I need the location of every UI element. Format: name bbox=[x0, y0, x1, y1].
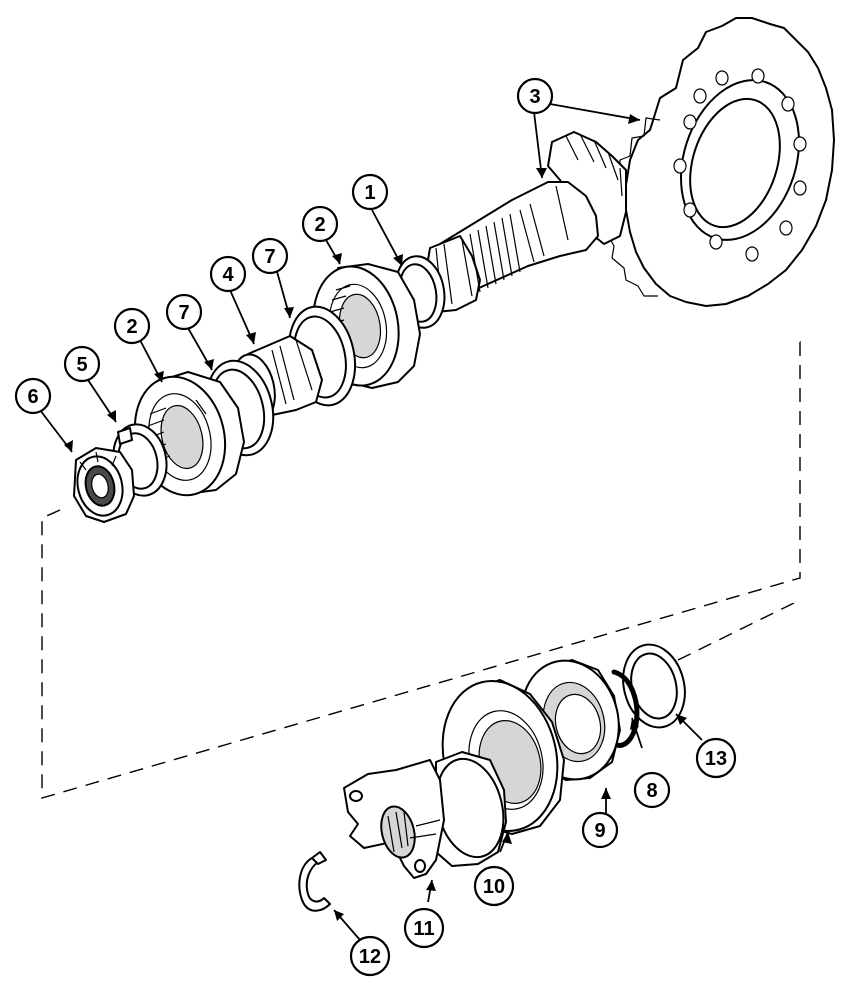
callout-7-upper-label: 7 bbox=[264, 246, 275, 268]
callout-13: 13 bbox=[695, 737, 737, 779]
callout-11-label: 11 bbox=[413, 918, 434, 940]
callout-11: 11 bbox=[403, 907, 445, 949]
callout-7-lower-label: 7 bbox=[178, 302, 189, 324]
callout-10-label: 10 bbox=[483, 876, 505, 898]
callout-5: 5 bbox=[63, 345, 101, 383]
callout-4-label: 4 bbox=[222, 264, 234, 286]
callout-8-label: 8 bbox=[646, 780, 657, 802]
callout-6-label: 6 bbox=[27, 386, 38, 408]
callout-10: 10 bbox=[473, 865, 515, 907]
callout-12-label: 12 bbox=[359, 946, 381, 968]
callout-7-lower: 7 bbox=[165, 293, 203, 331]
callout-7-upper: 7 bbox=[251, 237, 289, 275]
castellated-nut-6 bbox=[73, 447, 135, 523]
callout-9-label: 9 bbox=[594, 820, 605, 842]
yoke-flange-11 bbox=[343, 751, 507, 879]
leader-arrowheads bbox=[64, 114, 687, 921]
callout-2-lower-label: 2 bbox=[126, 316, 137, 338]
callout-2-upper-label: 2 bbox=[314, 214, 325, 236]
pinion-shaft bbox=[425, 131, 627, 313]
callout-1: 1 bbox=[351, 173, 389, 211]
callout-1-label: 1 bbox=[364, 182, 375, 204]
callout-4: 4 bbox=[209, 255, 247, 293]
callout-8: 8 bbox=[633, 771, 671, 809]
assembly-dashed-line-shaft bbox=[677, 599, 801, 661]
callout-9: 9 bbox=[581, 811, 619, 849]
callout-3: 3 bbox=[516, 77, 554, 115]
callout-12: 12 bbox=[349, 935, 391, 977]
circlip-12 bbox=[298, 851, 331, 912]
assembly-dashed-line bbox=[41, 340, 801, 799]
callout-5-label: 5 bbox=[76, 354, 87, 376]
callout-2-lower: 2 bbox=[113, 307, 151, 345]
callout-3-label: 3 bbox=[529, 86, 540, 108]
callout-6: 6 bbox=[14, 377, 52, 415]
crown-wheel bbox=[605, 17, 835, 307]
callout-2-upper: 2 bbox=[301, 205, 339, 243]
callout-13-label: 13 bbox=[705, 748, 727, 770]
